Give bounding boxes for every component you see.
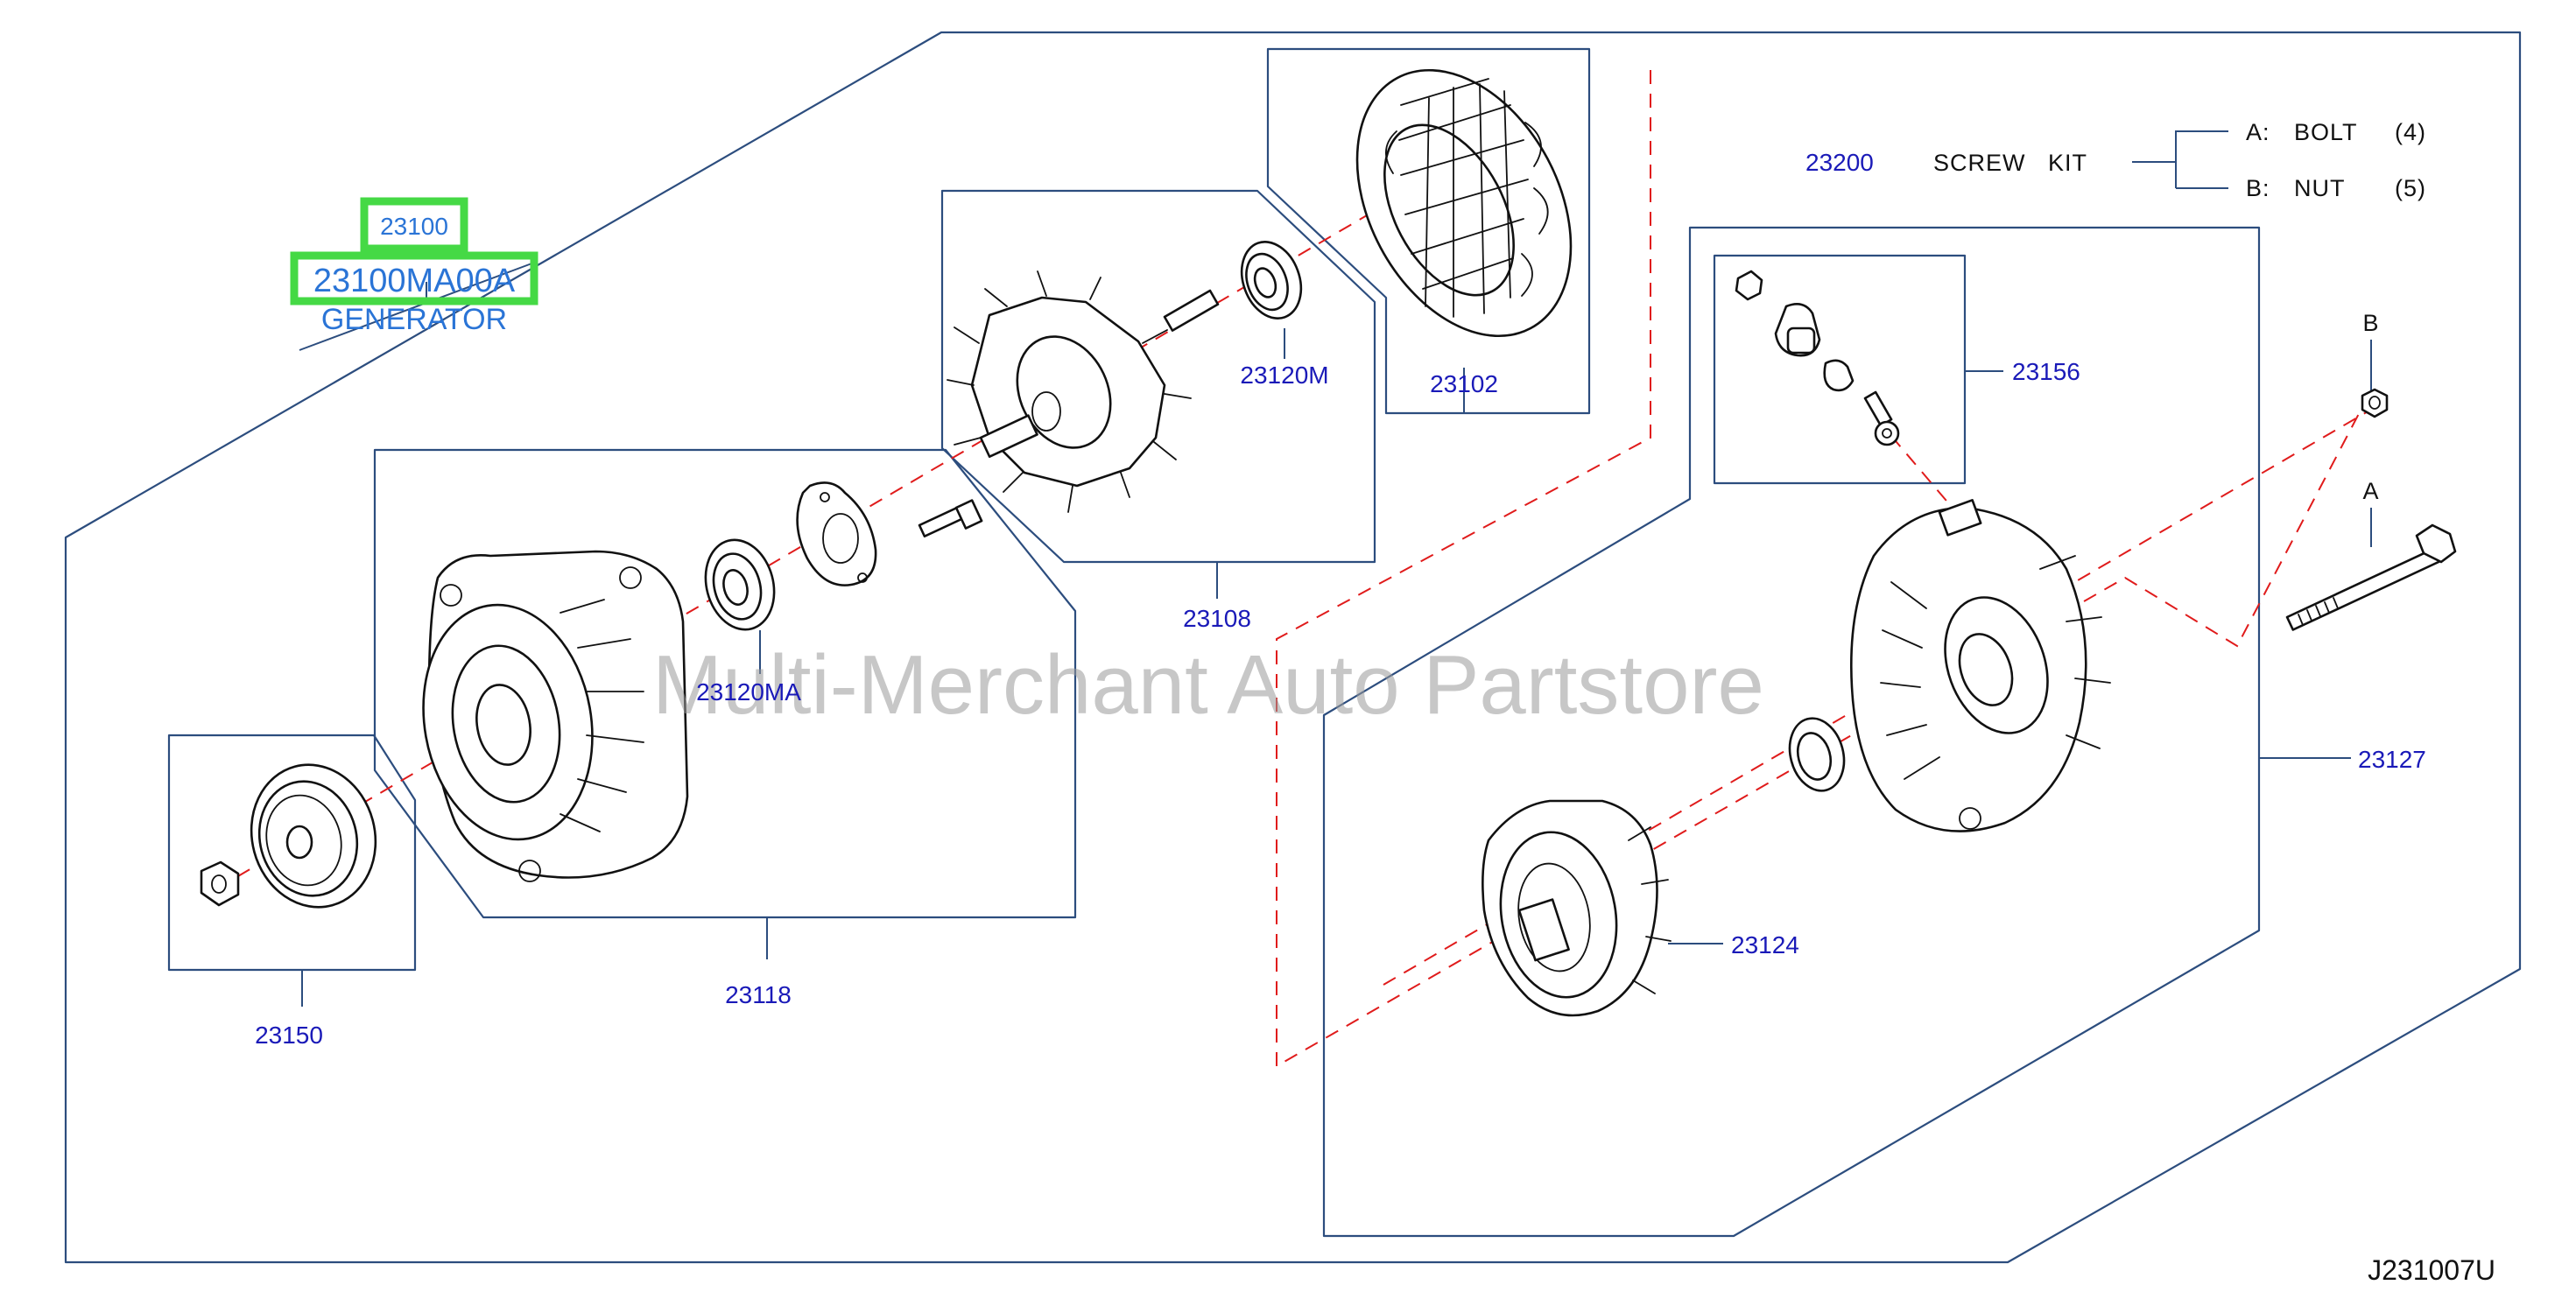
callout-23108[interactable]: 23108 (1183, 605, 1251, 632)
leader-lines (299, 130, 2372, 1007)
screw-kit-number[interactable]: 23200 (1805, 149, 1874, 176)
rotor-23108 (947, 270, 1220, 513)
nut-qty: (5) (2395, 175, 2426, 201)
frame-23127 (1322, 226, 2261, 1238)
stator-23102 (1355, 68, 1573, 338)
bolt-qty: (4) (2395, 119, 2426, 145)
frame-23118 (373, 448, 1077, 919)
callout-23120m[interactable]: 23120M (1240, 362, 1328, 389)
callout-23124[interactable]: 23124 (1731, 931, 1799, 958)
frame-23156 (1713, 254, 1967, 485)
callout-23118[interactable]: 23118 (725, 981, 792, 1008)
nut-label: NUT (2294, 175, 2346, 201)
pulley-23150 (200, 763, 377, 909)
marker-a: A (2362, 478, 2379, 504)
bolt-a (2285, 523, 2457, 631)
watermark: Multi-Merchant Auto Partstore (652, 638, 1764, 732)
terminal-kit-23156 (1735, 270, 1900, 446)
bolt-key: A: (2246, 119, 2270, 145)
rear-housing-23127 (1849, 499, 2111, 832)
callout-23102[interactable]: 23102 (1430, 370, 1498, 397)
highlight-part-number (290, 251, 538, 305)
bearing-23120ma (704, 538, 776, 631)
frame-23108 (940, 189, 1376, 564)
nut-key: B: (2246, 175, 2270, 201)
nut-b (2361, 388, 2389, 418)
frame-23150 (167, 734, 417, 972)
bearing-screw (918, 499, 983, 537)
screw-kit-legend: 23200 SCREW KIT A: BOLT (4) B: NUT (5) (1805, 119, 2426, 201)
bolt-label: BOLT (2294, 119, 2358, 145)
highlight-part-group (360, 197, 468, 253)
part-number-label[interactable]: 23100MA00A (313, 263, 516, 299)
housing-seal (1788, 717, 1846, 792)
callout-23120ma[interactable]: 23120MA (696, 678, 801, 706)
callout-23127[interactable]: 23127 (2358, 746, 2426, 773)
marker-b: B (2362, 310, 2379, 336)
screw-kit-label: SCREW KIT (1933, 150, 2087, 176)
drawing-code: J231007U (2368, 1254, 2495, 1286)
frame-23102 (1266, 47, 1591, 415)
callout-23150[interactable]: 23150 (255, 1022, 323, 1049)
regulator-23124 (1482, 799, 1672, 1017)
front-housing-23118 (422, 550, 689, 882)
callout-23156[interactable]: 23156 (2012, 358, 2080, 385)
part-group-label[interactable]: 23100 (380, 213, 448, 240)
bearing-23120m (1240, 241, 1303, 319)
assembly-frame (64, 31, 2522, 1264)
part-name-label: GENERATOR (321, 303, 507, 336)
retainer-plate (796, 481, 877, 586)
